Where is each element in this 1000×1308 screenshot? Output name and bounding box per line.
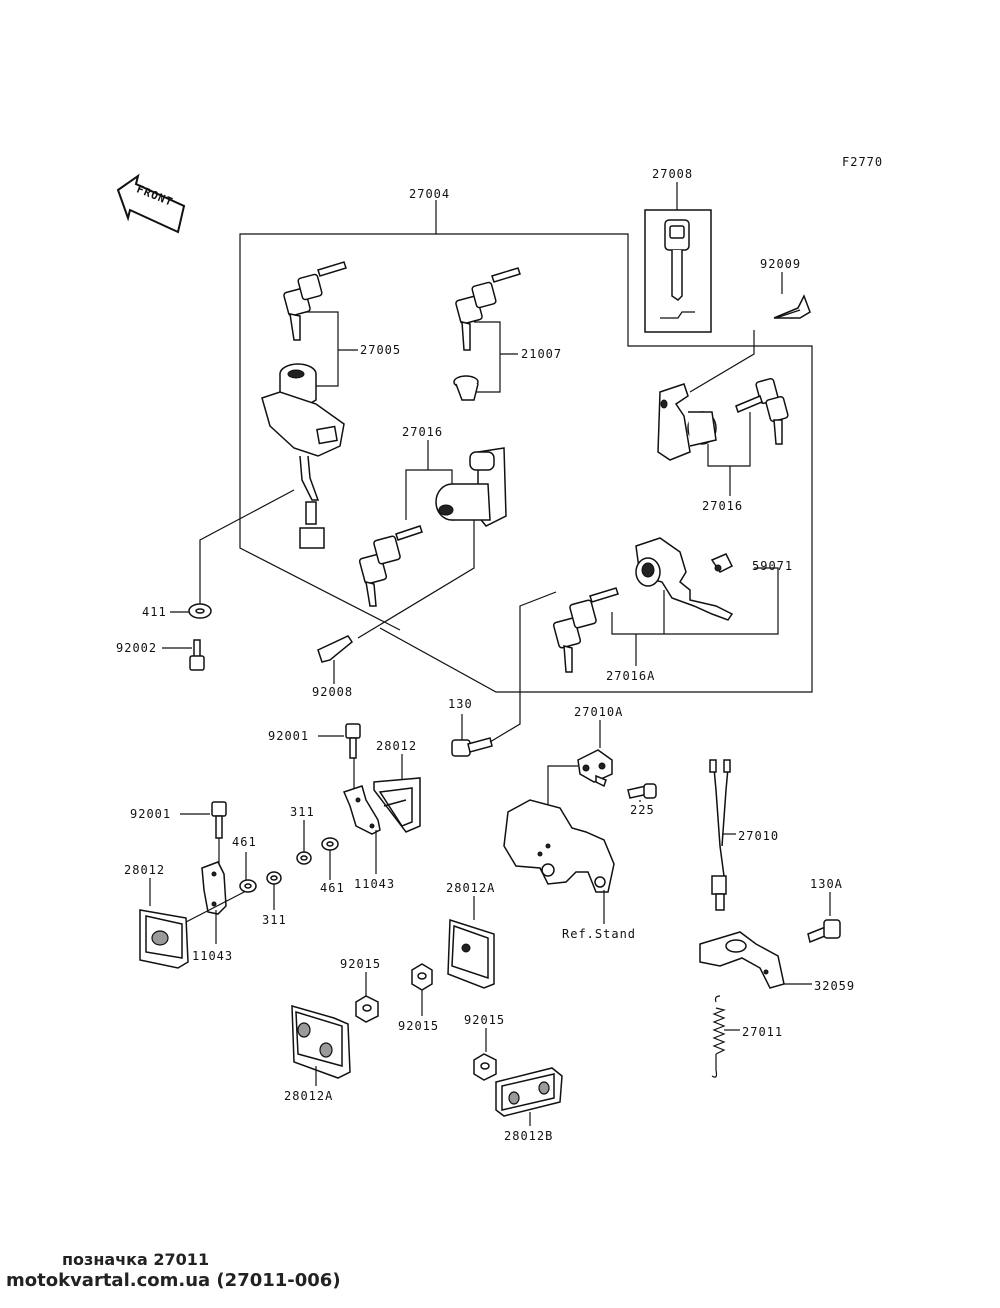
bracket-11043-lower — [201, 861, 227, 915]
sensor-27010 — [709, 759, 731, 911]
label-27016A: 27016A — [606, 669, 655, 683]
keys-27016-right — [735, 377, 789, 445]
keys-21007 — [455, 267, 521, 351]
bolt-130A — [807, 919, 841, 944]
label-32059: 32059 — [814, 979, 855, 993]
label-28012A-center: 28012A — [446, 881, 495, 895]
label-28012A-lower: 28012A — [284, 1089, 333, 1103]
label-92001-lower: 92001 — [130, 807, 171, 821]
label-27008: 27008 — [652, 167, 693, 181]
label-28012-lower: 28012 — [124, 863, 165, 877]
keys-27016A — [552, 587, 619, 673]
screw-92008 — [317, 635, 354, 663]
reflector-28012A-lower — [291, 1004, 351, 1079]
lock-27016-middle — [435, 447, 507, 527]
label-130A: 130A — [810, 877, 843, 891]
assembly-outline-27004 — [239, 200, 813, 693]
side-stand-ref — [503, 799, 615, 893]
source-watermark: motokvartal.com.ua (27011-006) — [6, 1270, 341, 1291]
label-27010A: 27010A — [574, 705, 623, 719]
label-461-lower: 461 — [232, 835, 257, 849]
label-92009: 92009 — [760, 257, 801, 271]
screw-225 — [627, 783, 657, 799]
reflector-28012-upper — [373, 777, 421, 833]
spring-27011 — [711, 995, 726, 1078]
label-92015-left: 92015 — [340, 957, 381, 971]
label-28012B: 28012B — [504, 1129, 553, 1143]
reflector-28012A-center — [447, 918, 495, 989]
lock-27016A — [635, 537, 734, 621]
label-27010: 27010 — [738, 829, 779, 843]
front-arrow-icon: FRONT — [116, 173, 186, 234]
keys-27005 — [283, 261, 347, 341]
label-225: 225 — [630, 803, 655, 817]
label-21007: 21007 — [521, 347, 562, 361]
bracket-32059 — [699, 931, 785, 989]
label-311-upper: 311 — [290, 805, 315, 819]
key-card-27008 — [644, 209, 712, 333]
washer-411 — [188, 603, 212, 619]
clip-59071 — [710, 553, 734, 573]
label-461-upper: 461 — [320, 881, 345, 895]
label-59071: 59071 — [752, 559, 793, 573]
label-27005: 27005 — [360, 343, 401, 357]
caption: позначка 27011 — [62, 1250, 210, 1269]
label-411: 411 — [142, 605, 167, 619]
label-130: 130 — [448, 697, 473, 711]
nut-92015-middle — [411, 963, 433, 991]
washer-461-upper — [321, 837, 339, 851]
keys-27016-middle — [358, 525, 423, 607]
nut-92015-left — [355, 995, 379, 1023]
bolt-92001-lower — [211, 801, 227, 839]
nut-92015-right — [473, 1053, 497, 1081]
label-92015-middle: 92015 — [398, 1019, 439, 1033]
label-11043-lower: 11043 — [192, 949, 233, 963]
label-11043-upper: 11043 — [354, 877, 395, 891]
bolt-92002 — [189, 639, 205, 671]
label-28012-upper: 28012 — [376, 739, 417, 753]
cap-21007 — [453, 375, 479, 401]
switch-27010A — [577, 749, 613, 788]
ignition-switch-27005 — [261, 363, 345, 549]
label-311-lower: 311 — [262, 913, 287, 927]
reflector-28012-lower — [139, 909, 189, 969]
label-27011: 27011 — [742, 1025, 783, 1039]
label-92002: 92002 — [116, 641, 157, 655]
bolt-92001-upper — [345, 723, 361, 759]
reflector-28012B — [495, 1067, 563, 1117]
ref-stand-label: Ref.Stand — [562, 927, 636, 941]
washer-461-lower — [239, 879, 257, 893]
lock-27016-right — [657, 383, 717, 461]
bracket-11043-upper — [342, 785, 381, 835]
bolt-130 — [451, 737, 493, 757]
label-92001-upper: 92001 — [268, 729, 309, 743]
nut-311-upper — [296, 851, 312, 865]
figure-code: F2770 — [842, 155, 883, 169]
nut-311-lower — [266, 871, 282, 885]
screw-92009 — [773, 294, 811, 319]
label-27016-middle: 27016 — [402, 425, 443, 439]
label-27016-right: 27016 — [702, 499, 743, 513]
label-27004: 27004 — [409, 187, 450, 201]
label-92015-right: 92015 — [464, 1013, 505, 1027]
label-92008: 92008 — [312, 685, 353, 699]
